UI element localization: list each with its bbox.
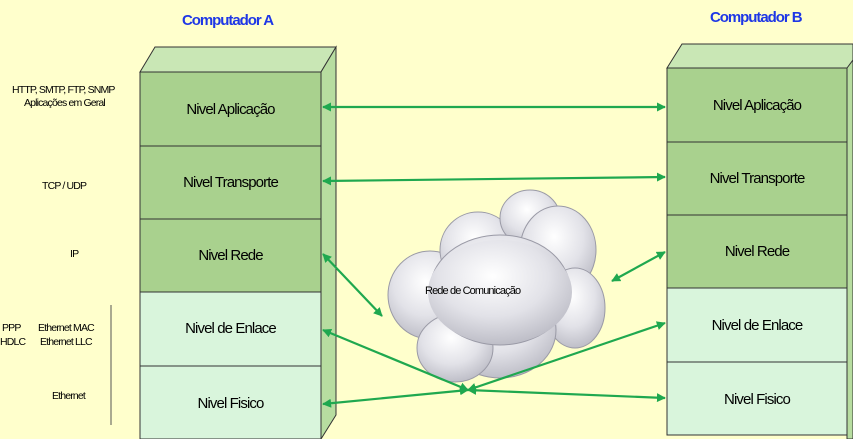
protocols-application-line2: Aplicações em Geral: [24, 97, 106, 109]
arrow-a-link-node: [322, 328, 469, 392]
layer-a-application: [139, 71, 322, 147]
label-b-application: Nivel Aplicação: [712, 97, 802, 114]
stack-computer-a: [139, 45, 337, 439]
title-computer-b: Computador B: [710, 9, 803, 26]
stack-a-top-face: [139, 46, 337, 73]
layer-b-network: [666, 214, 848, 289]
arrow-b-physical-node: [467, 385, 666, 403]
label-b-transport: Nivel Transporte: [709, 170, 806, 187]
stack-b-top-face: [666, 43, 853, 69]
label-b-physical: Nivel Fisico: [724, 391, 791, 408]
label-a-link: Nivel de Enlace: [185, 320, 277, 337]
protocols-link-eth-mac: Ethernet MAC: [38, 322, 95, 334]
arrow-b-link-node: [467, 321, 666, 392]
protocols-link-hdlc: HDLC: [0, 336, 26, 348]
layer-a-physical: [139, 365, 322, 439]
label-a-application: Nivel Aplicação: [186, 101, 275, 118]
protocols-network: IP: [70, 248, 79, 260]
stack-b-side-face: [846, 59, 853, 439]
layer-b-link: [666, 287, 848, 363]
arrow-a-network-cloud: [322, 253, 383, 317]
layer-a-link: [139, 291, 322, 367]
arrow-b-network-cloud: [611, 251, 666, 282]
protocols-link-eth-llc: Ethernet LLC: [40, 336, 93, 348]
label-a-network: Nivel Rede: [198, 247, 263, 264]
label-a-physical: Nivel Fisico: [197, 395, 265, 412]
label-b-network: Nivel Rede: [724, 243, 790, 260]
stack-a-side-face: [320, 45, 337, 439]
layer-b-physical: [666, 361, 848, 436]
label-a-transport: Nivel Transporte: [183, 174, 279, 191]
arrow-a-physical-node: [322, 386, 469, 408]
layer-a-network: [139, 218, 322, 293]
cloud-label: Rede de Comunicação: [425, 285, 521, 297]
protocols-physical: Ethernet: [52, 390, 86, 402]
protocols-transport: TCP / UDP: [42, 180, 87, 192]
layer-b-application: [666, 67, 848, 143]
protocols-link-ppp: PPP: [2, 322, 21, 334]
layer-b-transport: [666, 141, 848, 216]
connection-arrows: [322, 102, 666, 408]
stack-computer-b: [666, 43, 853, 439]
protocols-application-line1: HTTP, SMTP, FTP, SNMP: [12, 84, 115, 96]
arrow-transport-peer: [322, 172, 666, 186]
label-b-link: Nivel de Enlace: [711, 317, 804, 334]
title-computer-a: Computador A: [182, 12, 274, 29]
